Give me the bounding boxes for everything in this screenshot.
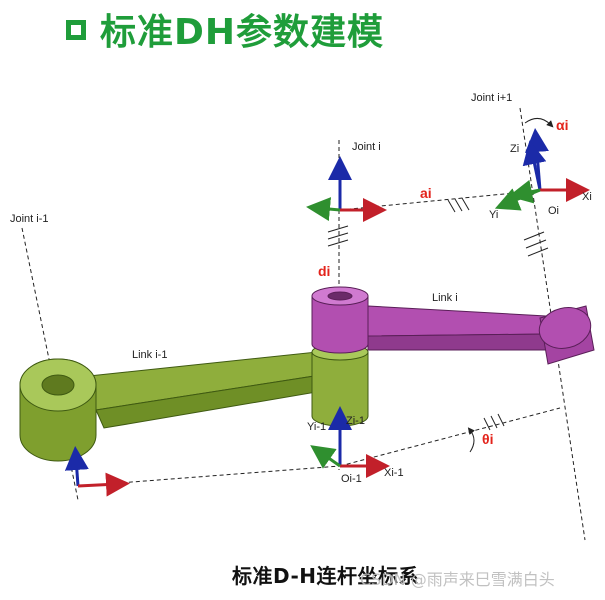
ai-label: ai bbox=[420, 185, 432, 201]
title: 标准DH参数建模 bbox=[66, 4, 384, 54]
normal-theta bbox=[339, 407, 561, 467]
frame-next-axes bbox=[494, 128, 590, 211]
x-prev-label: Xi-1 bbox=[384, 467, 404, 479]
y-prev-label: Yi-1 bbox=[307, 421, 326, 433]
alpha-arc bbox=[524, 118, 554, 128]
z-cur-label: Zi bbox=[510, 143, 519, 155]
di-label: di bbox=[318, 263, 330, 279]
page-title: 标准DH参数建模 bbox=[100, 12, 385, 53]
link-prev-body bbox=[19, 343, 369, 462]
normal-prev bbox=[79, 465, 341, 487]
joint-cur-label: Joint i bbox=[352, 141, 381, 153]
theta-arc bbox=[467, 427, 475, 453]
z-prev-label: Zi-1 bbox=[346, 415, 365, 427]
o-prev-label: Oi-1 bbox=[341, 473, 362, 485]
x-cur-label: Xi bbox=[582, 191, 592, 203]
theta-i-label: θi bbox=[482, 431, 493, 447]
alpha-i-label: αi bbox=[556, 117, 569, 133]
y-cur-label: Yi bbox=[489, 209, 498, 221]
joint-prev-label: Joint i-1 bbox=[10, 213, 49, 225]
watermark: CSDN @雨声来巳雪满白头 bbox=[360, 570, 555, 589]
diagram-caption: 标准D-H连杆坐标系 bbox=[232, 564, 420, 588]
hatch-marks bbox=[327, 197, 549, 431]
frame-base-axes bbox=[64, 446, 130, 497]
link-prev-label: Link i-1 bbox=[132, 349, 167, 361]
joint-next-label: Joint i+1 bbox=[471, 92, 512, 104]
square-bullet-icon bbox=[66, 20, 86, 40]
link-cur-label: Link i bbox=[432, 292, 458, 304]
frame-prev-axes bbox=[310, 406, 390, 478]
o-cur-label: Oi bbox=[548, 205, 559, 217]
link-cur-body bbox=[311, 286, 595, 365]
frame-i-axes bbox=[306, 156, 387, 222]
